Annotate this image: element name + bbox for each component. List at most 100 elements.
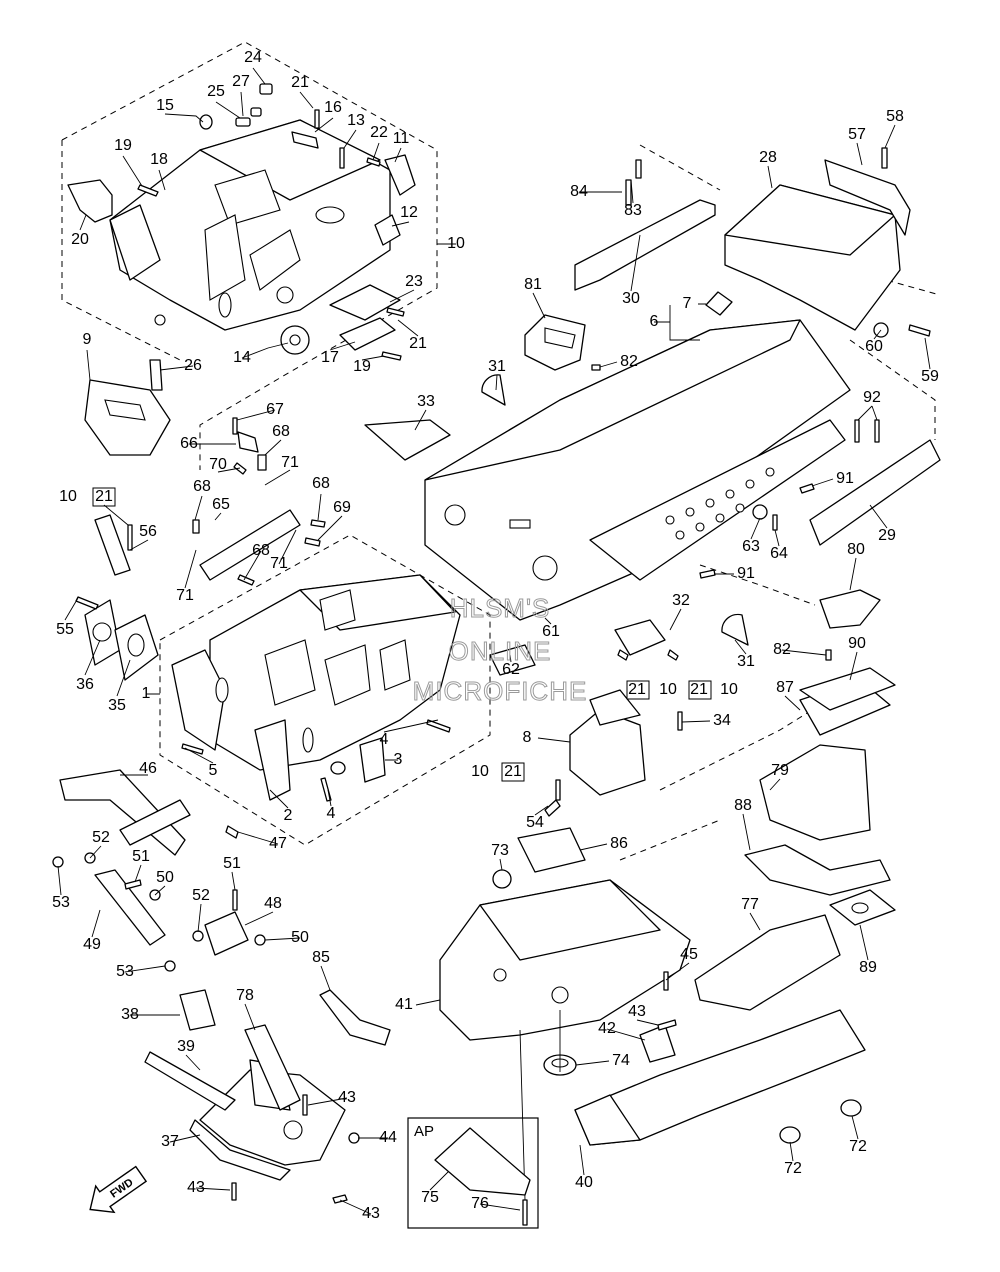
callout-c65: 65 bbox=[212, 496, 230, 513]
callout-c2: 2 bbox=[284, 807, 293, 824]
brace-78 bbox=[244, 1024, 301, 1111]
bracket-62 bbox=[489, 644, 536, 676]
callout-c82a: 82 bbox=[620, 353, 638, 370]
callout-c85: 85 bbox=[312, 949, 330, 966]
callout-c5: 5 bbox=[209, 762, 218, 779]
bracket-56 bbox=[94, 514, 131, 576]
callout-c45: 45 bbox=[680, 946, 698, 963]
callout-c13: 13 bbox=[347, 112, 365, 129]
callout-c20: 20 bbox=[71, 231, 89, 248]
callout-c39: 39 bbox=[177, 1038, 195, 1055]
callout-c1: 1 bbox=[142, 685, 151, 702]
guard-86 bbox=[517, 827, 586, 873]
callout-c68d: 68 bbox=[252, 542, 270, 559]
callout-c23: 23 bbox=[405, 273, 423, 290]
callout-c48: 48 bbox=[264, 895, 282, 912]
callout-c87: 87 bbox=[776, 679, 794, 696]
callout-c17: 17 bbox=[321, 349, 339, 366]
plate-39 bbox=[144, 1051, 236, 1111]
callout-c75: 75 bbox=[421, 1189, 439, 1206]
plate-33 bbox=[364, 419, 451, 461]
callout-c56: 56 bbox=[139, 523, 157, 540]
callout-c71a: 71 bbox=[281, 454, 299, 471]
bracket-66 bbox=[237, 431, 259, 453]
bracket-57 bbox=[824, 159, 911, 236]
callout-c69: 69 bbox=[333, 499, 351, 516]
bracket-32 bbox=[614, 619, 666, 656]
callout-c73: 73 bbox=[491, 842, 509, 859]
callout-c92: 92 bbox=[863, 389, 881, 406]
callout-c38: 38 bbox=[121, 1006, 139, 1023]
callout-c28: 28 bbox=[759, 149, 777, 166]
plate-9 bbox=[84, 379, 171, 456]
watermark: HLSM'S ONLINE MICROFICHE bbox=[412, 593, 587, 707]
callout-c41: 41 bbox=[395, 996, 413, 1013]
group-brackets bbox=[92, 487, 712, 782]
fwd-arrow-badge: FWD bbox=[89, 1165, 148, 1214]
rod-65 bbox=[199, 509, 301, 581]
shroud-41 bbox=[439, 879, 691, 1041]
plug-72 bbox=[779, 1099, 862, 1144]
callout-c49: 49 bbox=[83, 936, 101, 953]
callout-c34: 34 bbox=[713, 712, 731, 729]
bracket-38 bbox=[179, 989, 216, 1031]
callout-c36: 36 bbox=[76, 676, 94, 693]
callout-c77: 77 bbox=[741, 896, 759, 913]
tunnel-6 bbox=[424, 319, 851, 621]
watermark-line1: HLSM'S bbox=[450, 593, 551, 623]
callout-c91a: 91 bbox=[836, 470, 854, 487]
callout-c58: 58 bbox=[886, 108, 904, 125]
callout-c14: 14 bbox=[233, 349, 251, 366]
callout-c59: 59 bbox=[921, 368, 939, 385]
plug-73 bbox=[492, 869, 512, 889]
cover-8 bbox=[569, 689, 646, 796]
callout-c68a: 68 bbox=[272, 423, 290, 440]
callout-c22: 22 bbox=[370, 124, 388, 141]
bracket-20 bbox=[67, 179, 113, 223]
inset-label: AP bbox=[414, 1123, 434, 1140]
callout-c21a: 21 bbox=[291, 74, 309, 91]
callout-c60: 60 bbox=[865, 338, 883, 355]
callout-c74: 74 bbox=[612, 1052, 630, 1069]
callout-c9: 9 bbox=[83, 331, 92, 348]
callout-c61: 61 bbox=[542, 623, 560, 640]
callout-c46: 46 bbox=[139, 760, 157, 777]
callout-c63: 63 bbox=[742, 538, 760, 555]
callout-c66: 66 bbox=[180, 435, 198, 452]
callout-c89: 89 bbox=[859, 959, 877, 976]
callout-c83: 83 bbox=[624, 202, 642, 219]
group-outline-front-frame-upper bbox=[61, 41, 438, 470]
front-frame-lower bbox=[171, 574, 461, 801]
callout-c91b: 91 bbox=[737, 565, 755, 582]
gusset-23 bbox=[329, 284, 401, 321]
callout-c3: 3 bbox=[394, 751, 403, 768]
callout-c35: 35 bbox=[108, 697, 126, 714]
bracket-26 bbox=[149, 359, 163, 391]
disc-31 bbox=[481, 374, 749, 646]
bracket-48 bbox=[204, 911, 249, 956]
callout-c76: 76 bbox=[471, 1195, 489, 1212]
callout-c71b: 71 bbox=[270, 555, 288, 572]
callout-c4b: 4 bbox=[327, 805, 336, 822]
strap-85 bbox=[319, 989, 391, 1046]
callout-c68b: 68 bbox=[193, 478, 211, 495]
callout-c30: 30 bbox=[622, 290, 640, 307]
callout-c52b: 52 bbox=[192, 887, 210, 904]
bracket-3 bbox=[330, 737, 386, 783]
callout-c80: 80 bbox=[847, 541, 865, 558]
callout-c43c: 43 bbox=[362, 1205, 380, 1222]
callout-c19b: 19 bbox=[353, 358, 371, 375]
boot-35 bbox=[114, 614, 159, 681]
group-outline-front-frame-lower bbox=[159, 534, 491, 846]
watermark-line2: ONLINE bbox=[449, 636, 552, 666]
bracket-11 bbox=[384, 154, 416, 196]
callout-c68c: 68 bbox=[312, 475, 330, 492]
callout-c47: 47 bbox=[269, 835, 287, 852]
callout-c10d: 10 bbox=[471, 763, 489, 780]
label-7 bbox=[705, 291, 733, 316]
callout-c50b: 50 bbox=[291, 929, 309, 946]
callout-c79: 79 bbox=[771, 762, 789, 779]
callout-c29: 29 bbox=[878, 527, 896, 544]
callout-c86: 86 bbox=[610, 835, 628, 852]
callout-c67: 67 bbox=[266, 401, 284, 418]
